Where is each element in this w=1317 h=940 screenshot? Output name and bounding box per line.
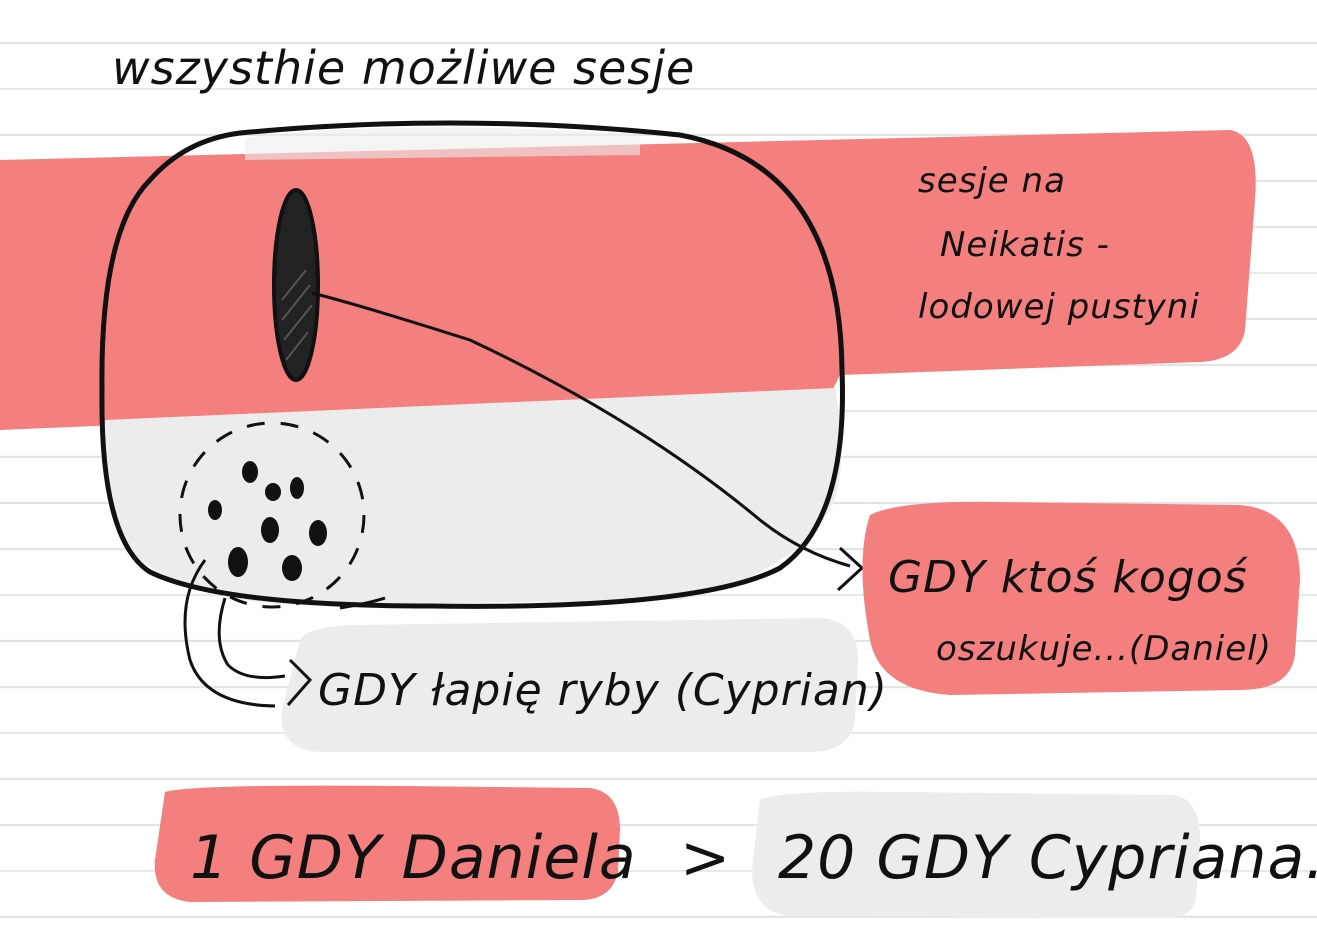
gdy-daniel-line-1: GDY ktoś kogoś xyxy=(888,552,1249,603)
all-sessions-ellipse xyxy=(99,120,845,609)
cyprian-dashed-circle xyxy=(178,421,366,609)
red-band xyxy=(0,130,1256,430)
arrow-cyprian-head xyxy=(286,658,313,706)
circle-tail xyxy=(339,596,386,610)
gdy-daniel-line-2: oszukuje...(Daniel) xyxy=(936,629,1272,669)
grey-top xyxy=(245,127,640,160)
arrow-cyprian-1 xyxy=(183,559,276,708)
comparison-right-text: 20 GDY Cypriana. xyxy=(778,823,1317,893)
arrow-cyprian-2 xyxy=(217,597,286,680)
red-label-line-3: lodowej pustyni xyxy=(918,287,1200,327)
arrow-daniel xyxy=(311,291,851,568)
diagram-title: wszysthie możliwe sesje xyxy=(112,41,695,95)
arrow-daniel-head xyxy=(836,546,865,592)
daniel-note-blob xyxy=(862,501,1300,695)
cyprian-dots xyxy=(208,461,327,581)
daniel-oval xyxy=(272,188,320,382)
cyprian-note-blob xyxy=(281,618,858,752)
red-label-line-1: sesje na xyxy=(918,161,1066,201)
gdy-cyprian-text: GDY łapię ryby (Cyprian) xyxy=(318,665,888,716)
comparison-left-text: 1 GDY Daniela xyxy=(190,823,637,893)
comparison-right-blob xyxy=(752,791,1200,919)
oval-hatching xyxy=(281,269,313,361)
comparison-operator: > xyxy=(680,823,731,893)
red-label-line-2: Neikatis - xyxy=(940,225,1110,265)
comparison-left-blob xyxy=(154,785,620,902)
